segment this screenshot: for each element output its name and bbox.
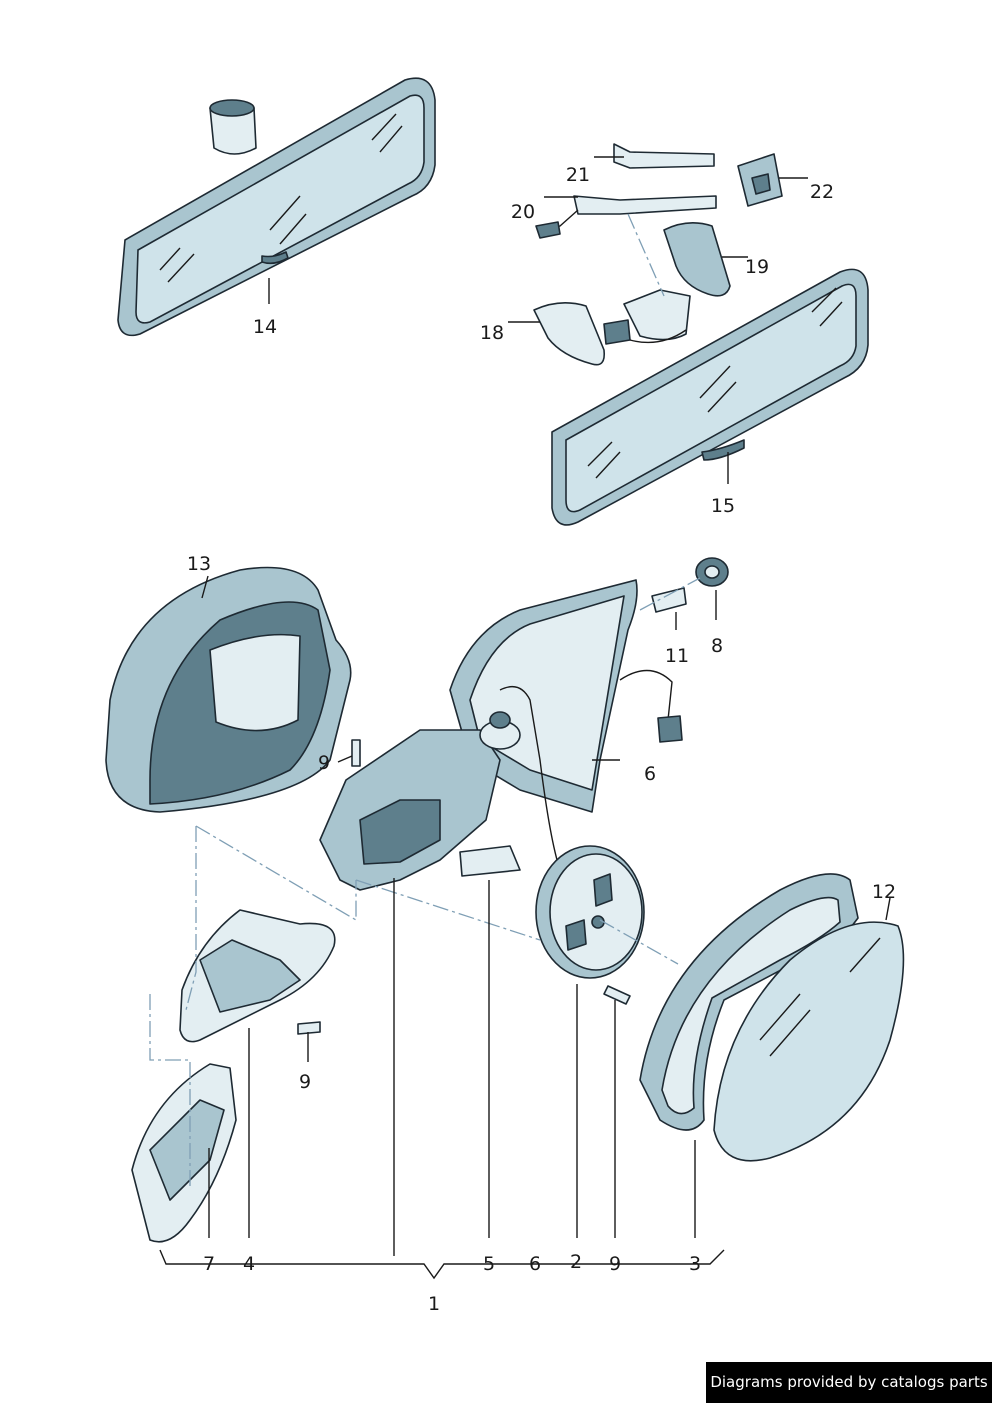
callout-5: 5 bbox=[483, 1253, 495, 1275]
callout-4: 4 bbox=[243, 1253, 255, 1275]
callout-11: 11 bbox=[665, 645, 689, 667]
callout-19: 19 bbox=[745, 256, 769, 278]
callout-2: 2 bbox=[570, 1251, 582, 1273]
callouts: 14 15 21 22 20 19 18 13 11 8 6 9 12 9 7 … bbox=[187, 164, 896, 1315]
callout-6-lower: 6 bbox=[529, 1253, 541, 1275]
cover-19 bbox=[663, 222, 731, 297]
screw-9c bbox=[603, 985, 631, 1005]
credit-watermark: Diagrams provided by catalogs parts bbox=[706, 1362, 992, 1403]
callout-1: 1 bbox=[428, 1293, 440, 1315]
strip-21 bbox=[613, 143, 715, 169]
mirror-glass-12 bbox=[639, 873, 905, 1162]
callout-8: 8 bbox=[711, 635, 723, 657]
interior-mirror-15 bbox=[551, 268, 869, 526]
mirror-housing-13 bbox=[105, 566, 352, 813]
assembly-lines bbox=[149, 825, 679, 1188]
callout-3: 3 bbox=[689, 1253, 701, 1275]
mirror-cover-parts bbox=[533, 143, 783, 366]
screw-11 bbox=[651, 587, 687, 613]
lower-covers bbox=[131, 909, 336, 1243]
bracket-20 bbox=[573, 195, 717, 215]
leader-lines bbox=[159, 156, 891, 1280]
screw-9b bbox=[297, 1021, 321, 1035]
callout-22: 22 bbox=[810, 181, 834, 203]
callout-20: 20 bbox=[511, 201, 535, 223]
mirror-mount bbox=[319, 711, 521, 891]
callout-9-left: 9 bbox=[299, 1071, 311, 1093]
callout-9-upper: 9 bbox=[318, 752, 330, 774]
callout-21: 21 bbox=[566, 164, 590, 186]
callout-15: 15 bbox=[711, 495, 735, 517]
callout-13: 13 bbox=[187, 553, 211, 575]
callout-7: 7 bbox=[203, 1253, 215, 1275]
callout-9-lower: 9 bbox=[609, 1253, 621, 1275]
adjusting-motor-2 bbox=[535, 845, 645, 1005]
callout-12: 12 bbox=[872, 881, 896, 903]
cover-18 bbox=[533, 302, 606, 366]
bracket-5 bbox=[459, 845, 521, 877]
callout-18: 18 bbox=[480, 322, 504, 344]
callout-6-upper: 6 bbox=[644, 763, 656, 785]
interior-mirror-14 bbox=[117, 77, 436, 337]
mirror-base-6 bbox=[449, 557, 729, 871]
screw-9a bbox=[351, 739, 361, 767]
callout-14: 14 bbox=[253, 316, 277, 338]
